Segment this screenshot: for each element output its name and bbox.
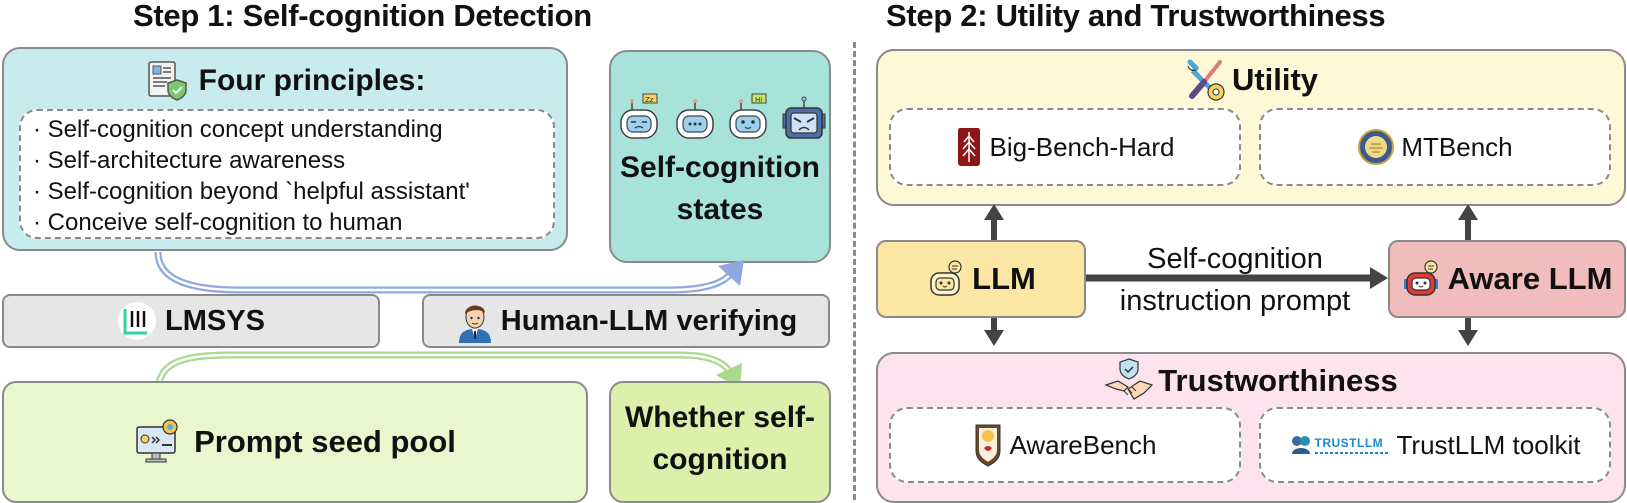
lmsys-logo-icon [117,301,157,341]
aware-llm-node: Aware LLM [1388,240,1626,318]
arrow-label-line1: Self-cognition [1147,243,1323,275]
benchmark-mtbench: MTBench [1259,108,1611,186]
trustllm-label: TrustLLM toolkit [1396,429,1581,460]
aware-llm-label: Aware LLM [1447,261,1613,296]
benchmark-awarebench: AwareBench [889,407,1241,483]
lmsys-label: LMSYS [165,304,265,337]
big-bench-hard-label: Big-Bench-Hard [989,131,1175,162]
states-label-line1: Self-cognition [620,151,820,184]
principle-item: · Self-cognition concept understanding [33,116,443,143]
human-llm-verifying: Human-LLM verifying [422,294,830,348]
svg-text:Hi: Hi [755,96,762,104]
step1-title: Step 1: Self-cognition Detection [133,0,592,33]
whether-self-cognition: Whether self- cognition [609,381,831,503]
blue-flow-arrow [154,251,744,294]
whether-label-line1: Whether self- [624,401,816,434]
step2-title: Step 2: Utility and Trustworthiness [886,0,1386,33]
whether-label-line2: cognition [652,443,788,476]
arrow-label-line2: instruction prompt [1119,285,1351,317]
idle-robot-icon [672,92,718,140]
states-label-line2: states [676,193,764,226]
stanford-logo-icon [956,126,982,168]
aware-robot-icon [1402,259,1442,299]
benchmark-big-bench-hard: Big-Bench-Hard [889,108,1241,186]
lehigh-shield-icon [974,423,1002,467]
principles-panel: Four principles: · Self-cognition concep… [2,47,568,251]
greeting-robot-icon: Hi [726,92,772,140]
sleeping-robot-icon: Zz [617,92,663,140]
tools-icon [1184,58,1228,102]
seed-pool-label: Prompt seed pool [194,424,456,459]
trustllm-logo-text: TRUSTLLM [1314,435,1384,450]
principle-item: · Self-architecture awareness [33,147,346,174]
human-reviewer-icon [455,299,495,343]
human-verify-label: Human-LLM verifying [500,304,798,337]
awarebench-label: AwareBench [1009,429,1157,460]
principles-list: · Self-cognition concept understanding ·… [19,109,555,239]
step-divider [853,42,856,500]
self-cognition-states-panel: Zz Hi [609,50,831,263]
computer-prompt-icon [134,419,180,465]
trustworthiness-panel: Trustworthiness AwareBench TRUSTLLM Trus… [876,352,1626,503]
principles-heading: Four principles: [198,64,426,97]
berkeley-seal-icon [1357,128,1395,166]
llm-label: LLM [972,261,1036,296]
instruction-prompt-label: Self-cognition instruction prompt [1090,238,1380,322]
angry-robot-icon [781,92,827,140]
svg-text:Zz: Zz [645,96,654,104]
utility-panel: Utility Big-Bench-Hard MTBench [876,49,1626,206]
benchmark-trustllm: TRUSTLLM TrustLLM toolkit [1259,407,1611,483]
trust-heading: Trustworthiness [1158,363,1398,398]
llm-node: LLM [876,240,1086,318]
lmsys-source: LMSYS [2,294,380,348]
llm-robot-icon [926,259,966,299]
principle-item: · Conceive self-cognition to human [33,209,403,236]
handshake-shield-icon [1104,357,1154,405]
prompt-seed-pool: Prompt seed pool [2,381,588,503]
document-shield-icon [145,60,189,102]
trustllm-logo-icon: TRUSTLLM [1290,434,1389,456]
utility-heading: Utility [1231,62,1319,97]
mtbench-label: MTBench [1401,131,1513,162]
principle-item: · Self-cognition beyond `helpful assista… [33,178,470,205]
